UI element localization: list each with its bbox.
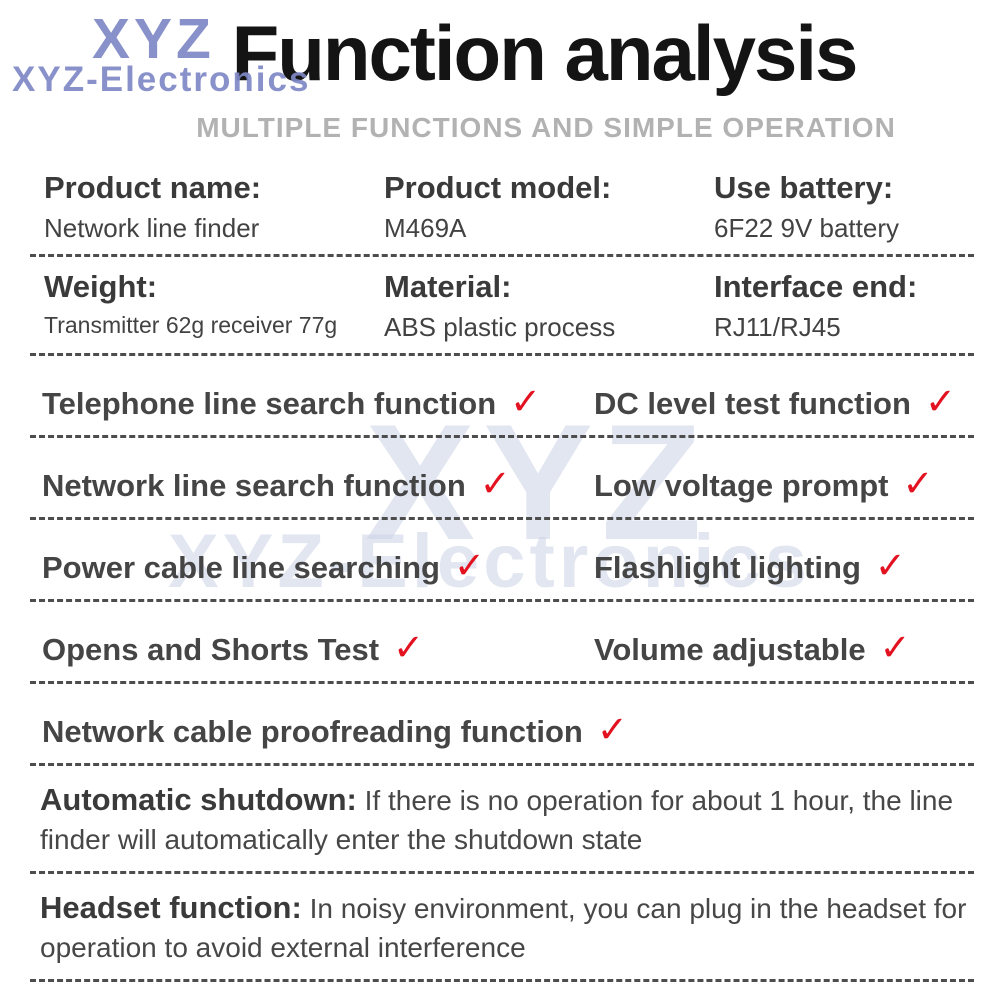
note-row-headset: Headset function: In noisy environment, … (30, 874, 974, 982)
spec-value: 6F22 9V battery (714, 213, 899, 243)
function-row-1: Telephone line search function ✓ DC level… (30, 356, 974, 438)
spec-value: Network line finder (44, 213, 260, 243)
spec-sheet: Product name: Network line finder Produc… (30, 158, 974, 982)
checkmark-icon: ✓ (596, 708, 628, 751)
function-label: Flashlight lighting (594, 550, 861, 585)
spec-cell-weight: Weight: Transmitter 62g receiver 77g (30, 269, 370, 343)
spec-label: Material: (384, 269, 512, 304)
function-row-5: Network cable proofreading function ✓ (30, 684, 974, 766)
function-item: Low voltage prompt ✓ (582, 462, 974, 505)
function-item: Volume adjustable ✓ (582, 626, 974, 669)
spec-cell-material: Material: ABS plastic process (370, 269, 700, 343)
function-label: Network line search function (42, 468, 466, 503)
function-label: DC level test function (594, 386, 911, 421)
note-label: Automatic shutdown: (40, 782, 357, 817)
function-row-4: Opens and Shorts Test ✓ Volume adjustable… (30, 602, 974, 684)
spec-cell-interface: Interface end: RJ11/RJ45 (700, 269, 974, 343)
checkmark-icon: ✓ (510, 380, 542, 423)
spec-cell-product-model: Product model: M469A (370, 170, 700, 244)
checkmark-icon: ✓ (393, 626, 425, 669)
note-body: If there is no operation for about 1 hou… (40, 785, 954, 855)
function-label: Opens and Shorts Test (42, 632, 380, 667)
function-row-2: Network line search function ✓ Low voltag… (30, 438, 974, 520)
function-item: Opens and Shorts Test ✓ (30, 626, 582, 669)
note-row-auto-shutdown: Automatic shutdown: If there is no opera… (30, 766, 974, 874)
function-label: Volume adjustable (594, 632, 866, 667)
checkmark-icon: ✓ (874, 544, 906, 587)
function-item: Telephone line search function ✓ (30, 380, 582, 423)
page-subtitle: MULTIPLE FUNCTIONS AND SIMPLE OPERATION (196, 112, 896, 143)
function-item: Power cable line searching ✓ (30, 544, 582, 587)
spec-label: Weight: (44, 269, 158, 304)
function-item: Network line search function ✓ (30, 462, 582, 505)
spec-cell-product-name: Product name: Network line finder (30, 170, 370, 244)
spec-label: Interface end: (714, 269, 918, 304)
checkmark-icon: ✓ (902, 462, 934, 505)
function-item: DC level test function ✓ (582, 380, 974, 423)
checkmark-icon: ✓ (454, 544, 486, 587)
brand-logo: XYZ (92, 7, 215, 71)
function-item: Flashlight lighting ✓ (582, 544, 974, 587)
checkmark-icon: ✓ (479, 462, 511, 505)
spec-value: ABS plastic process (384, 312, 616, 342)
function-row-3: Power cable line searching ✓ Flashlight l… (30, 520, 974, 602)
spec-value: M469A (384, 213, 467, 243)
checkmark-icon: ✓ (879, 626, 911, 669)
watermark-electronics: XYZ-Electronics (168, 519, 811, 604)
spec-row-2: Weight: Transmitter 62g receiver 77g Mat… (30, 257, 974, 356)
function-label: Telephone line search function (42, 386, 497, 421)
spec-label: Use battery: (714, 170, 894, 205)
spec-row-1: Product name: Network line finder Produc… (30, 158, 974, 257)
function-label: Power cable line searching (42, 550, 440, 585)
checkmark-icon: ✓ (924, 380, 956, 423)
page-title: Function analysis (231, 9, 859, 97)
note-body: In noisy environment, you can plug in th… (40, 893, 967, 963)
function-item: Network cable proofreading function ✓ (30, 708, 974, 751)
spec-label: Product model: (384, 170, 612, 205)
note-text: Headset function: In noisy environment, … (30, 888, 974, 967)
spec-value: Transmitter 62g receiver 77g (44, 312, 338, 338)
function-label: Low voltage prompt (594, 468, 889, 503)
brand-logo-text: XYZ-Electronics (12, 60, 311, 99)
spec-label: Product name: (44, 170, 262, 205)
watermark-xyz: XYZ (365, 390, 710, 574)
note-text: Automatic shutdown: If there is no opera… (30, 780, 974, 859)
function-label: Network cable proofreading function (42, 714, 583, 749)
note-label: Headset function: (40, 890, 302, 925)
spec-cell-battery: Use battery: 6F22 9V battery (700, 170, 974, 244)
spec-value: RJ11/RJ45 (714, 312, 841, 342)
